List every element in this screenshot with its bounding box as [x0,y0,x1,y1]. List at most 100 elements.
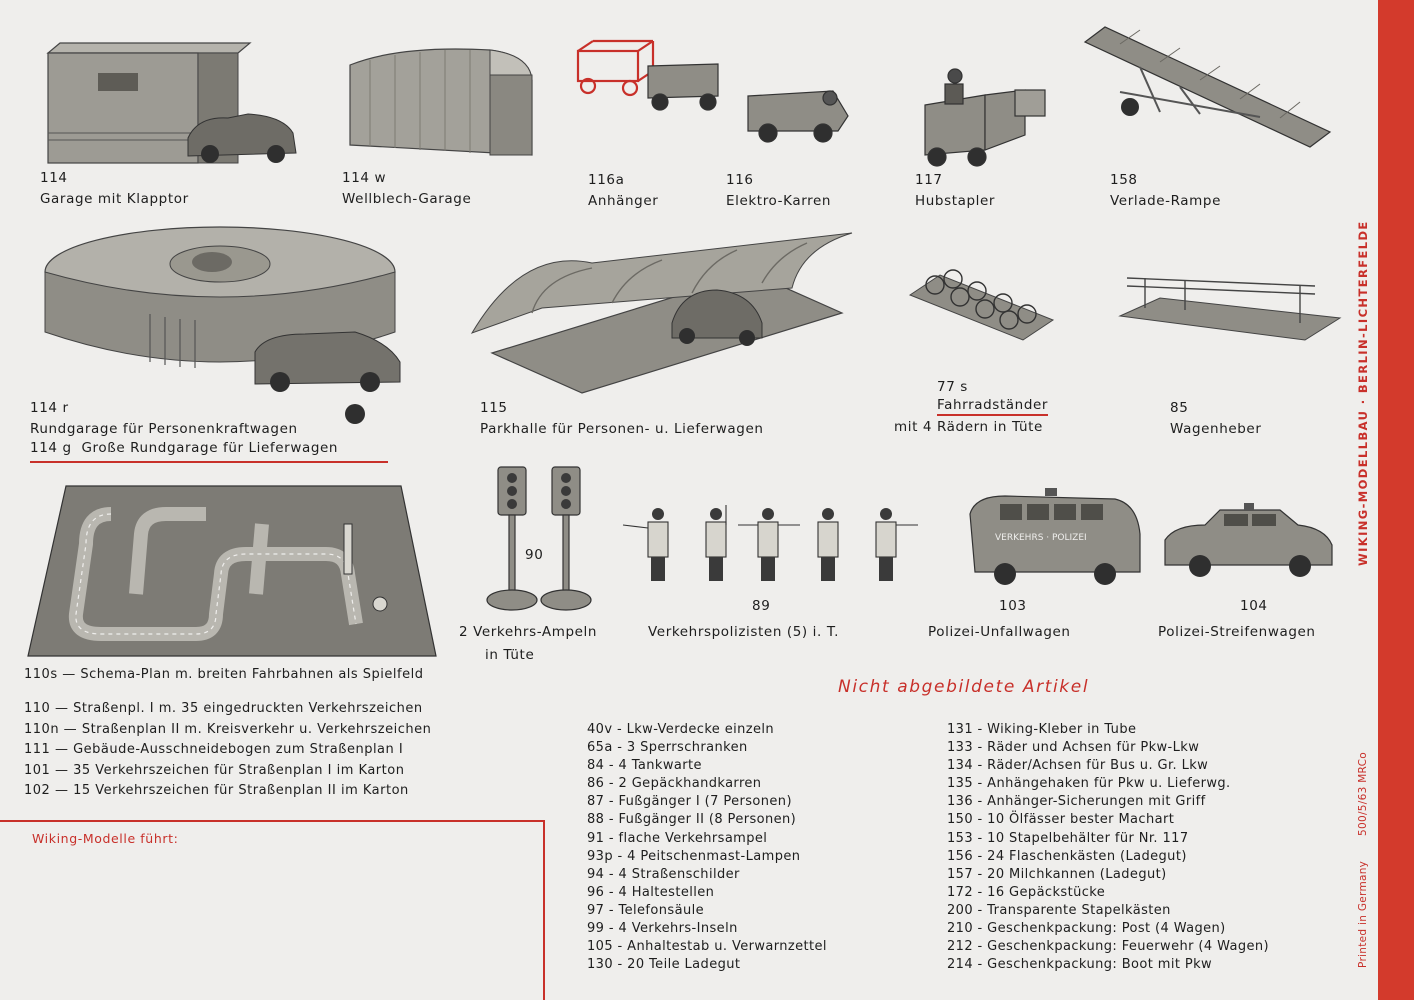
item-116a-label: 116a Anhänger [588,170,658,212]
item-number: 114 g [30,440,72,456]
item-104-number: 104 [1240,598,1268,614]
list-item: 86 - 2 Gepäckhandkarren [587,776,762,792]
list-item: 84 - 4 Tankwarte [587,758,702,774]
item-114-label: 114 Garage mit Klapptor [40,168,189,210]
item-name: Parkhalle für Personen- u. Lieferwagen [480,421,764,437]
list-item: 93p - 4 Peitschenmast-Lampen [587,848,801,864]
fahrradstaender-illustration [908,269,1055,341]
item-number: 116a [588,172,625,188]
item-number: 114 [40,170,68,186]
verkehrspolizisten-illustration [622,505,918,581]
plans-first-item: 110s — Schema-Plan m. breiten Fahrbahnen… [24,667,424,682]
plans-list: 110 — Straßenpl. I m. 35 eingedruckten V… [24,699,431,802]
list-item: 87 - Fußgänger I (7 Personen) [587,794,792,810]
not-pictured-list-col2: 131 - Wiking-Kleber in Tube 133 - Räder … [947,721,1269,974]
item-name: Wellblech-Garage [342,191,472,207]
item-name: Anhänger [588,193,659,209]
dealer-stamp-box [0,820,545,1000]
item-117-label: 117 Hubstapler [915,170,995,212]
list-item: 135 - Anhängehaken für Pkw u. Lieferwg. [947,776,1231,792]
item-name: Elektro-Karren [726,193,832,209]
list-item: 200 - Transparente Stapelkästen [947,902,1171,918]
item-103-name: Polizei-Unfallwagen [928,624,1071,640]
item-114g-underline [30,461,388,463]
anhaenger-elektrokarren-illustration [576,39,849,143]
verlade-rampe-illustration [1083,26,1332,148]
wagenheber-illustration [1118,277,1342,341]
item-name: Garage mit Klapptor [40,191,189,207]
list-item: 153 - 10 Stapelbehälter für Nr. 117 [947,830,1189,846]
item-number: 117 [915,172,943,188]
item-89-number: 89 [752,598,771,614]
red-sidebar-band [1378,0,1414,1000]
item-104-name: Polizei-Streifenwagen [1158,624,1316,640]
list-item: 210 - Geschenkpackung: Post (4 Wagen) [947,921,1226,937]
list-item: 99 - 4 Verkehrs-Inseln [587,921,738,937]
item-number: 114 r [30,400,69,416]
polizei-streifenwagen-illustration [1164,503,1333,577]
item-name: Hubstapler [915,193,996,209]
item-77s-number: 77 s [937,379,968,395]
list-item: 136 - Anhänger-Sicherungen mit Griff [947,794,1206,810]
item-85-label: 85 Wagenheber [1170,398,1261,440]
list-item: 156 - 24 Flaschenkästen (Ladegut) [947,848,1187,864]
list-item: 172 - 16 Gepäckstücke [947,884,1106,900]
list-item: 40v - Lkw-Verdecke einzeln [587,722,775,737]
list-item: 91 - flache Verkehrsampel [587,830,768,846]
not-pictured-list-col1: 40v - Lkw-Verdecke einzeln 65a - 3 Sperr… [587,721,827,974]
list-item: 111 — Gebäude-Ausschneidebogen zum Straß… [24,742,404,758]
not-pictured-heading: Nicht abgebildete Artikel [838,677,1090,697]
item-114r-label: 114 r Rundgarage für Personenkraftwagen [30,398,298,440]
publisher-vertical-text: WIKING-MODELLBAU · BERLIN-LICHTERFELDE [1356,220,1370,566]
item-number: 85 [1170,400,1189,416]
printed-in-germany-vertical-text: Printed in Germany [1357,860,1369,968]
list-item: 150 - 10 Ölfässer bester Machart [947,812,1175,828]
schema-plan-board-illustration [27,485,437,657]
item-number: 114 w [342,170,387,186]
item-name: Rundgarage für Personenkraftwagen [30,421,298,437]
item-90-note: in Tüte [485,647,535,663]
item-158-label: 158 Verlade-Rampe [1110,170,1221,212]
print-code-vertical-text: 500/5/63 MRCo [1357,752,1369,836]
item-114g-label: 114 g Große Rundgarage für Lieferwagen [30,438,338,459]
garage-klapptor-illustration [46,42,297,164]
list-item: 105 - Anhaltestab u. Verwarnzettel [587,939,827,955]
list-item: 102 — 15 Verkehrszeichen für Straßenplan… [24,783,409,799]
item-115-label: 115 Parkhalle für Personen- u. Lieferwag… [480,398,764,440]
item-103-number: 103 [999,598,1027,614]
item-number: 116 [726,172,754,188]
verkehrsampeln-illustration [486,466,592,611]
item-77s-name: Fahrradständer [937,396,1049,416]
item-number: 115 [480,400,508,416]
item-90-number: 90 [525,547,544,563]
list-item: 214 - Geschenkpackung: Boot mit Pkw [947,957,1213,973]
item-77s-note: mit 4 Rädern in Tüte [894,419,1043,435]
list-item: 110n — Straßenplan II m. Kreisverkehr u.… [24,721,432,737]
list-item: 97 - Telefonsäule [587,902,704,918]
item-number: 158 [1110,172,1138,188]
list-item: 94 - 4 Straßenschilder [587,866,740,882]
item-name: Verlade-Rampe [1110,193,1221,209]
unfallwagen-side-text: VERKEHRS · POLIZEI [995,533,1087,543]
dealer-label: Wiking-Modelle führt: [32,831,179,846]
list-item: 131 - Wiking-Kleber in Tube [947,722,1137,737]
list-item: 96 - 4 Haltestellen [587,884,715,900]
rundgarage-illustration [44,226,401,424]
item-name: Wagenheber [1170,421,1262,437]
wellblech-garage-illustration [349,48,533,156]
list-item: 212 - Geschenkpackung: Feuerwehr (4 Wage… [947,939,1270,955]
item-name: Große Rundgarage für Lieferwagen [81,440,339,456]
item-114w-label: 114 w Wellblech-Garage [342,168,471,210]
polizei-unfallwagen-illustration: VERKEHRS · POLIZEI [969,488,1141,585]
list-item: 133 - Räder und Achsen für Pkw-Lkw [947,740,1200,756]
item-116-label: 116 Elektro-Karren [726,170,831,212]
list-item: 157 - 20 Milchkannen (Ladegut) [947,866,1167,882]
list-item: 134 - Räder/Achsen für Bus u. Gr. Lkw [947,758,1209,774]
item-90-name: 2 Verkehrs-Ampeln [459,624,598,640]
list-item: 65a - 3 Sperrschranken [587,740,748,756]
list-item: 130 - 20 Teile Ladegut [587,957,741,973]
list-item: 88 - Fußgänger II (8 Personen) [587,812,797,828]
parkhalle-illustration [470,232,853,394]
hubstapler-illustration [924,68,1046,167]
list-item: 101 — 35 Verkehrszeichen für Straßenplan… [24,762,405,778]
